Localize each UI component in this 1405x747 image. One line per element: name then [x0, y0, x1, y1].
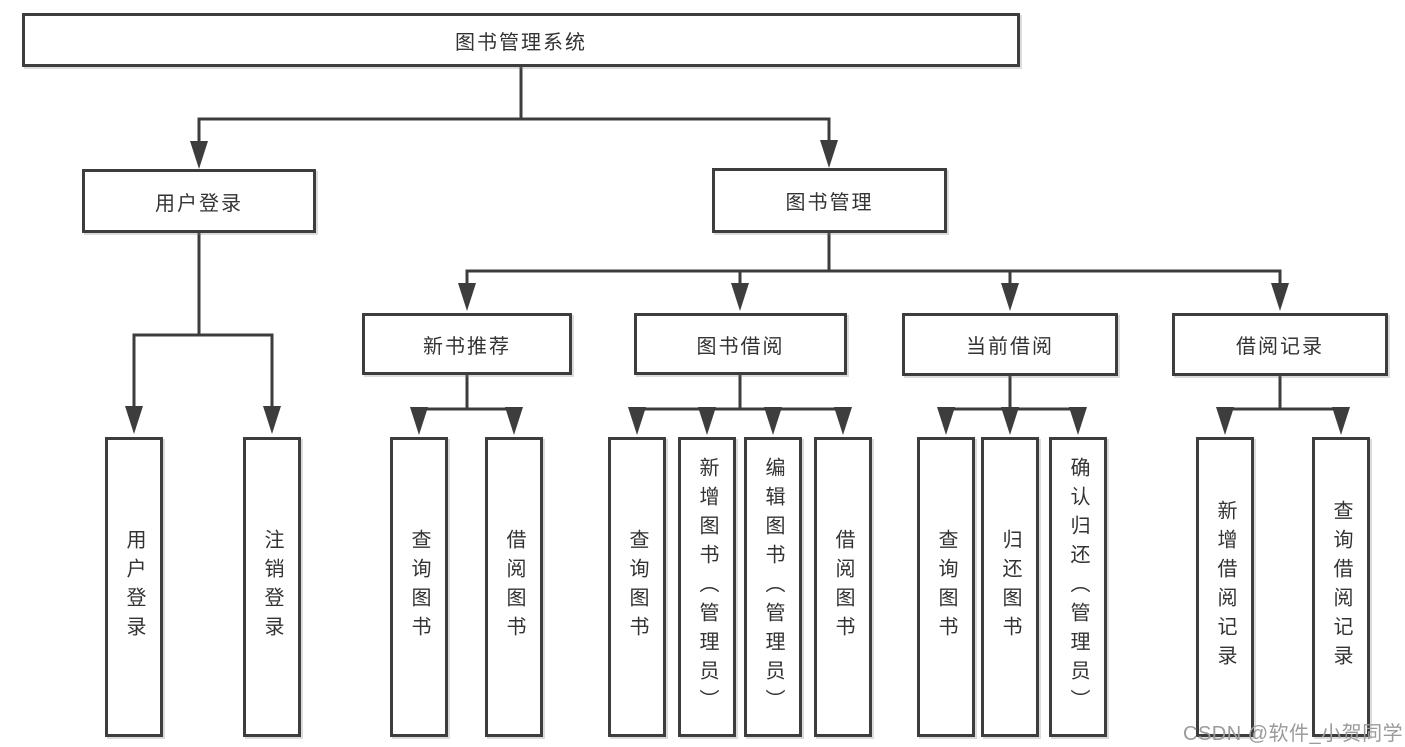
- node-label: 查询图书: [626, 529, 648, 645]
- node-label: 借阅图书: [503, 529, 525, 645]
- node-label: 查询借阅记录: [1330, 500, 1352, 674]
- arrowhead-icons: [125, 140, 1350, 435]
- node-library-management-system: 图书管理系统: [22, 13, 1020, 67]
- node-label: 注销登录: [261, 529, 283, 645]
- leaf-confirm-return-admin: 确认归还（管理员）: [1049, 437, 1107, 737]
- node-label: 查询图书: [408, 529, 430, 645]
- leaf-edit-books-admin: 编辑图书（管理员）: [744, 437, 802, 737]
- node-label: 用户登录: [123, 529, 145, 645]
- csdn-watermark: CSDN @软件_小贺同学: [1183, 723, 1404, 745]
- node-label: 确认归还（管理员）: [1067, 456, 1089, 718]
- node-borrow-records: 借阅记录: [1172, 313, 1388, 376]
- node-label: 图书管理: [785, 192, 874, 214]
- leaf-borrow-books-recommend: 借阅图书: [485, 437, 543, 737]
- node-label: 图书借阅: [696, 335, 785, 358]
- node-label: 用户登录: [155, 192, 243, 215]
- leaf-add-borrow-record: 新增借阅记录: [1196, 437, 1254, 737]
- leaf-user-login: 用户登录: [105, 437, 163, 737]
- node-label: 新增借阅记录: [1214, 500, 1236, 674]
- leaf-borrow-books: 借阅图书: [814, 437, 872, 737]
- node-current-borrowing: 当前借阅: [902, 313, 1118, 376]
- node-new-book-recommendation: 新书推荐: [362, 313, 572, 375]
- node-book-borrowing: 图书借阅: [634, 313, 847, 375]
- node-label: 新增图书（管理员）: [696, 456, 718, 718]
- node-label: 当前借阅: [966, 336, 1054, 358]
- node-label: 归还图书: [999, 529, 1021, 645]
- leaf-query-books-recommend: 查询图书: [390, 437, 448, 737]
- node-label: 图书管理系统: [455, 31, 587, 54]
- leaf-query-books-borrowing: 查询图书: [608, 437, 666, 737]
- node-label: 借阅记录: [1236, 336, 1324, 358]
- node-label: 编辑图书（管理员）: [762, 456, 784, 718]
- node-book-management: 图书管理: [712, 168, 947, 233]
- leaf-query-borrow-record: 查询借阅记录: [1312, 437, 1370, 737]
- leaf-return-books: 归还图书: [981, 437, 1039, 737]
- node-label: 查询图书: [935, 529, 957, 645]
- leaf-add-books-admin: 新增图书（管理员）: [678, 437, 736, 737]
- leaf-logout: 注销登录: [243, 437, 301, 737]
- node-user-login: 用户登录: [82, 169, 316, 233]
- leaf-query-books-current: 查询图书: [917, 437, 975, 737]
- node-label: 借阅图书: [832, 529, 854, 645]
- node-label: 新书推荐: [423, 335, 511, 358]
